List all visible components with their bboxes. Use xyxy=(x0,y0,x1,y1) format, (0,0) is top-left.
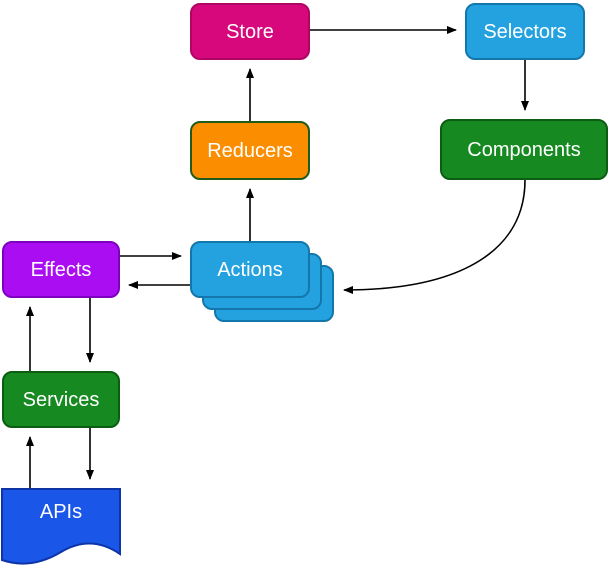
node-reducers: Reducers xyxy=(190,121,310,180)
node-store: Store xyxy=(190,3,310,60)
node-services-label: Services xyxy=(22,388,100,411)
node-selectors-label: Selectors xyxy=(483,20,567,43)
node-reducers-label: Reducers xyxy=(207,139,293,162)
node-services: Services xyxy=(2,371,120,428)
node-components-label: Components xyxy=(467,138,581,161)
node-effects-label: Effects xyxy=(30,258,92,281)
node-actions-label: Actions xyxy=(217,258,283,281)
node-selectors: Selectors xyxy=(465,3,585,60)
node-components: Components xyxy=(440,119,608,180)
edge-components-to-actions xyxy=(343,179,526,294)
apis-shape-path xyxy=(1,488,121,565)
node-effects: Effects xyxy=(2,241,120,298)
apis-document-shape xyxy=(1,488,121,565)
node-actions: Actions xyxy=(190,241,310,298)
node-apis-label: APIs xyxy=(39,501,83,523)
node-store-label: Store xyxy=(226,20,274,43)
node-apis: APIs xyxy=(1,488,121,568)
